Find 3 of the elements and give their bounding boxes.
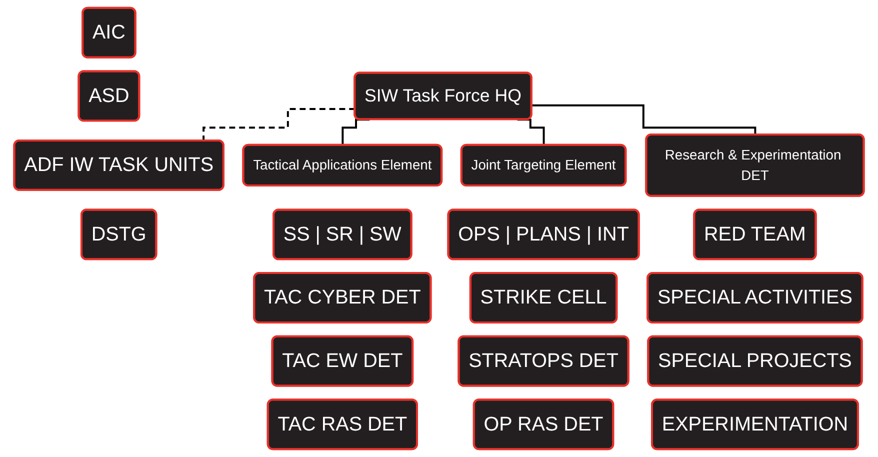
connector bbox=[342, 118, 370, 146]
connector bbox=[532, 104, 756, 136]
connector bbox=[517, 118, 545, 146]
